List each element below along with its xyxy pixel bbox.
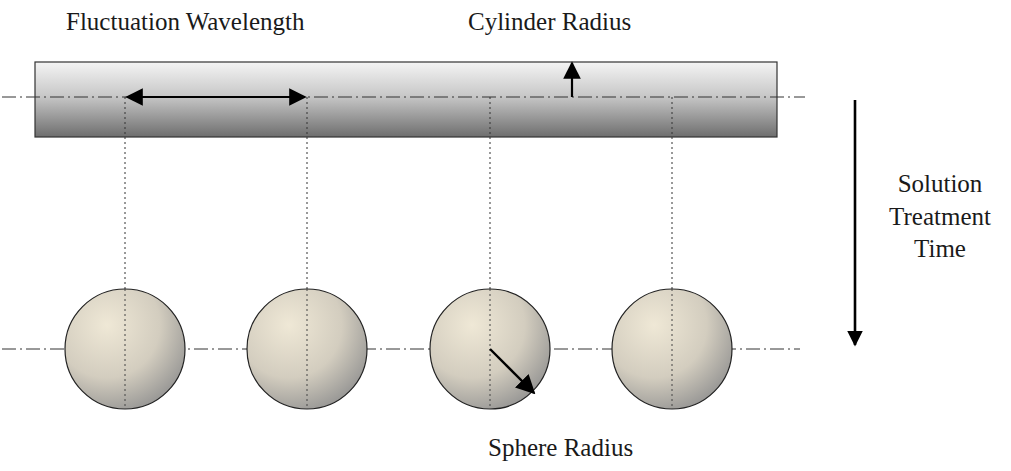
crosshair xyxy=(307,289,308,409)
cylinder-radius-arrow xyxy=(571,63,573,97)
crosshair xyxy=(672,289,673,409)
dimension-label: Sphere Radius xyxy=(488,432,633,465)
axis-label: Solution Treatment Time xyxy=(875,168,1005,266)
dimension-label: Cylinder Radius xyxy=(468,6,631,39)
sphere-crosshairs xyxy=(125,289,672,409)
cylinder-axis xyxy=(2,97,805,98)
sphere-radius-arrow xyxy=(490,349,534,393)
sphere xyxy=(65,289,185,409)
time-arrow xyxy=(854,100,857,345)
cylinder xyxy=(35,62,777,137)
dimension-label: Fluctuation Wavelength xyxy=(66,6,304,39)
spheres xyxy=(65,289,732,409)
crosshair xyxy=(125,289,126,409)
sphere xyxy=(430,289,550,409)
sphere xyxy=(612,289,732,409)
sphere xyxy=(247,289,367,409)
projection-lines xyxy=(125,97,672,349)
wavelength-arrow xyxy=(127,96,305,98)
